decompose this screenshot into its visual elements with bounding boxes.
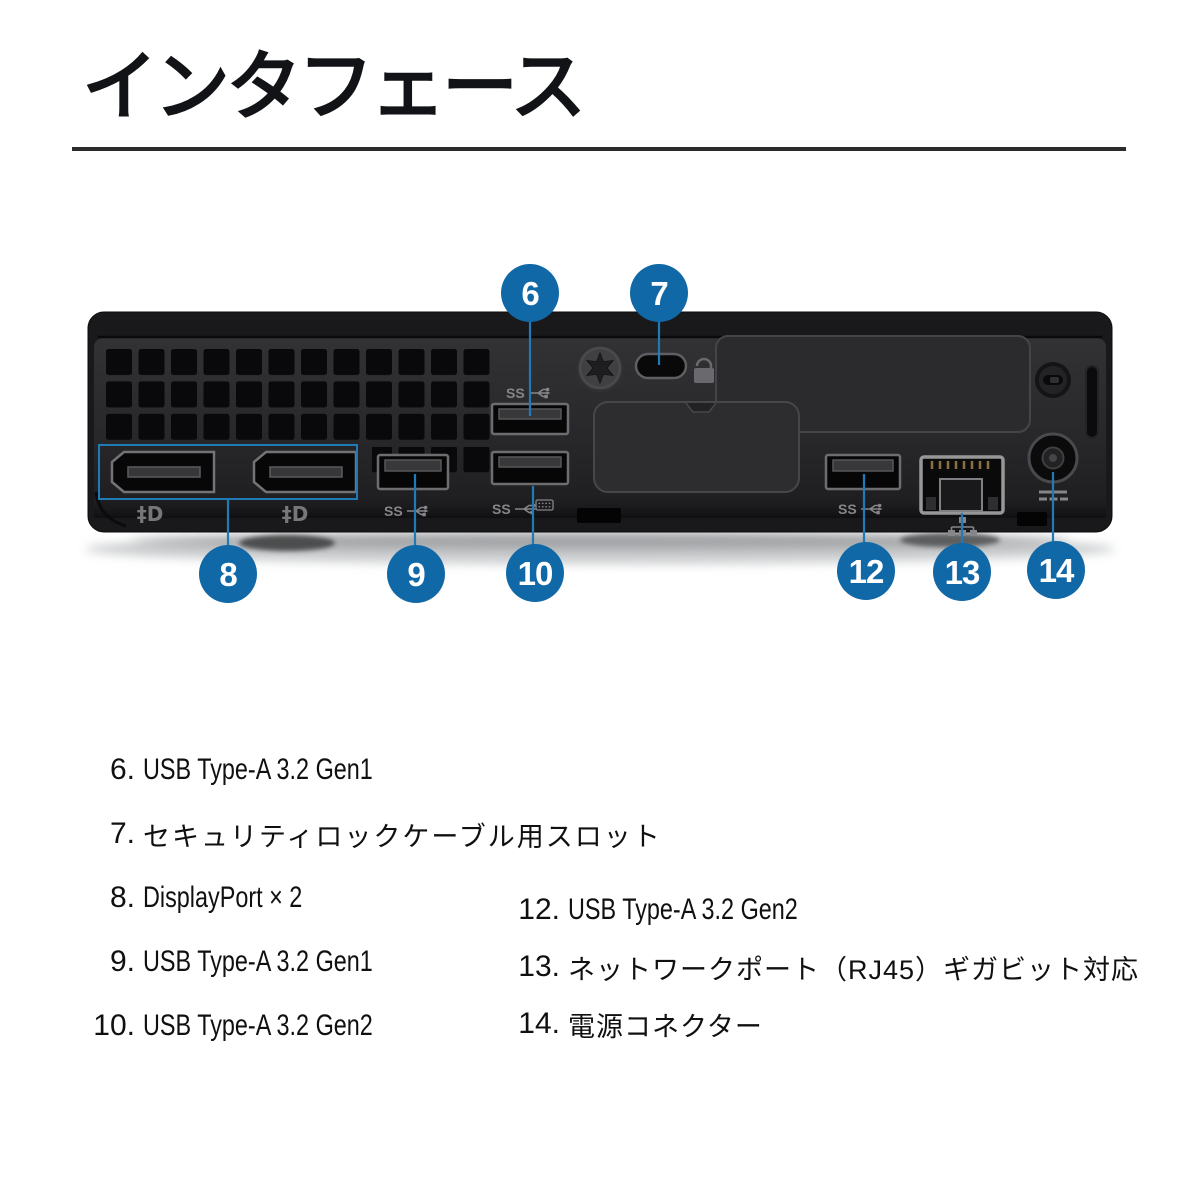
cable-loop [1035,362,1071,398]
bottom-slot [1017,512,1047,526]
access-panel-seam [593,335,1031,493]
legend-number: 14. [518,1007,560,1040]
callout-7: 7 [630,264,688,322]
legend-label: USB Type-A 3.2 Gen1 [143,753,373,786]
legend-number: 10. [93,1009,135,1042]
callout-8: 8 [199,545,257,603]
legend-right-column: 12. USB Type-A 3.2 Gen2 13. ネットワークポート（RJ… [518,893,1158,1064]
legend-number: 7. [109,817,135,850]
usb-port-10 [490,450,570,486]
callout-leader-lines [226,296,1055,549]
page-title: インタフェース [82,45,586,130]
usb-port-9 [376,453,450,491]
legend-number: 9. [109,945,135,978]
legend-label: USB Type-A 3.2 Gen2 [143,1009,373,1042]
legend-label: DisplayPort × 2 [143,881,303,914]
callout-13: 13 [933,543,991,601]
legend-number: 6. [109,753,135,786]
security-slot-icon [634,352,688,380]
svg-text:SS: SS [384,503,403,519]
displayport-1 [110,450,216,494]
svg-text:SS: SS [492,501,511,517]
legend-label: USB Type-A 3.2 Gen2 [568,893,798,926]
title-underline [72,147,1126,151]
displayport-highlight-box [98,444,358,500]
displayport-logo-icon: ‡D [137,502,164,526]
legend-label: セキュリティロックケーブル用スロット [143,821,662,852]
svg-text:SS: SS [838,501,857,517]
legend-item-10: 10. USB Type-A 3.2 Gen2 [85,1009,555,1043]
legend-item-14: 14. 電源コネクター [518,1007,1158,1042]
legend-label: ネットワークポート（RJ45）ギガビット対応 [568,954,1140,985]
callout-12: 12 [837,542,895,600]
legend-left-column: 6. USB Type-A 3.2 Gen1 7. セキュリティロックケーブル用… [85,753,660,1073]
legend-item-8: 8. DisplayPort × 2 [85,881,555,915]
torx-screw-icon [575,343,625,393]
svg-text:SS: SS [506,385,525,401]
callout-10: 10 [506,544,564,602]
legend-number: 8. [109,881,135,914]
legend-item-13: 13. ネットワークポート（RJ45）ギガビット対応 [518,950,1158,985]
usb-superspeed-icon: SS [384,503,430,519]
padlock-icon [694,357,714,383]
legend-item-7: 7. セキュリティロックケーブル用スロット [85,817,660,852]
legend-number: 13. [518,950,560,983]
legend-item-9: 9. USB Type-A 3.2 Gen1 [85,945,555,979]
bottom-slot [577,508,621,523]
displayport-2 [252,450,358,494]
callout-9: 9 [387,545,445,603]
callout-6: 6 [501,264,559,322]
usb-superspeed-icon: SS [838,501,884,517]
handle-slot [1085,365,1099,439]
displayport-logo-icon: ‡D [282,502,309,526]
power-connector [1027,432,1079,484]
legend-number: 12. [518,893,560,926]
legend-label: USB Type-A 3.2 Gen1 [143,945,373,978]
legend-item-6: 6. USB Type-A 3.2 Gen1 [85,753,555,787]
usb-superspeed-icon: SS [506,385,552,401]
legend-label: 電源コネクター [568,1011,763,1042]
legend-item-12: 12. USB Type-A 3.2 Gen2 [518,893,1158,927]
callout-14: 14 [1027,541,1085,599]
rj45-port [919,455,1005,515]
usb-superspeed-keyboard-icon: SS [492,499,554,517]
